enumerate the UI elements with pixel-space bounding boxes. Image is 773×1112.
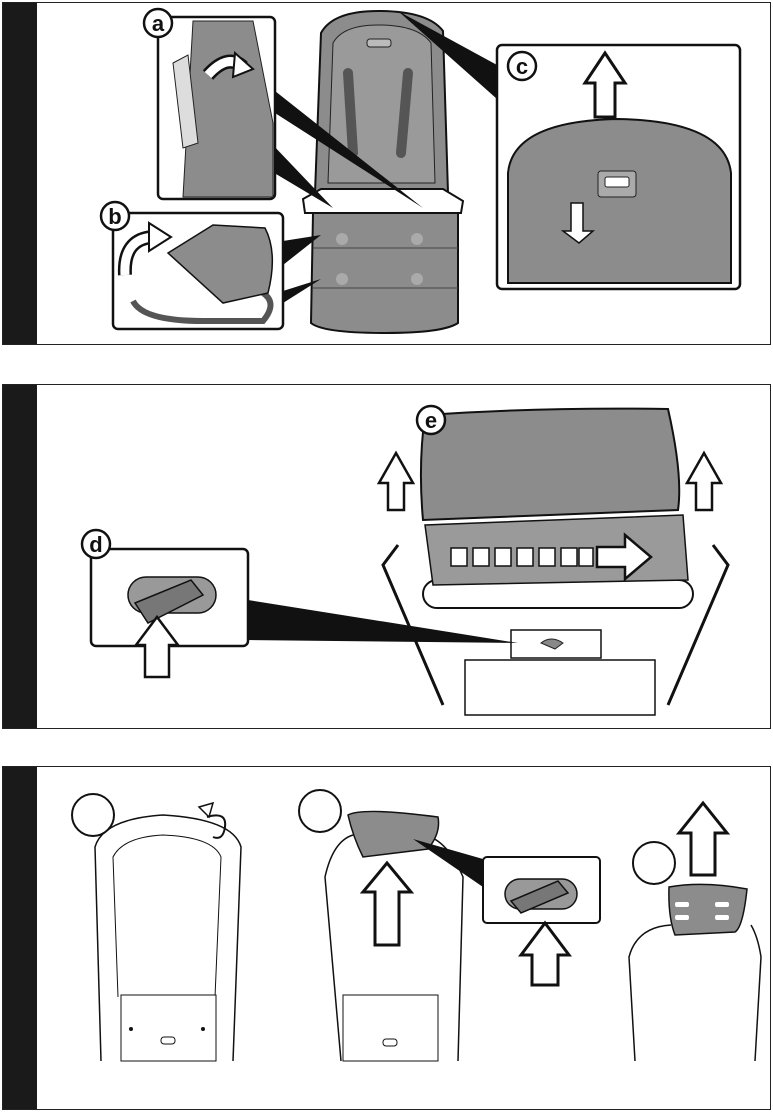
step-circle-1 bbox=[72, 794, 114, 836]
inset-d bbox=[91, 549, 248, 677]
panel-1: a b c bbox=[2, 2, 771, 345]
stroller-seat bbox=[303, 11, 463, 333]
panel-3 bbox=[2, 766, 771, 1110]
inset-b bbox=[113, 213, 283, 329]
seat-back-1 bbox=[95, 803, 241, 1061]
svg-text:a: a bbox=[152, 11, 165, 36]
step-label-d: d bbox=[82, 530, 110, 558]
svg-text:d: d bbox=[89, 532, 102, 557]
step-label-c: c bbox=[508, 52, 536, 80]
canopy bbox=[421, 409, 679, 520]
panel-2-illustration: d e bbox=[3, 385, 771, 729]
panel-1-illustration: a b c bbox=[3, 3, 771, 345]
inset-release-tab bbox=[483, 857, 600, 985]
step-circle-3 bbox=[633, 842, 675, 884]
stroller-frame bbox=[383, 515, 728, 715]
step-label-e: e bbox=[417, 406, 445, 434]
step-label-b: b bbox=[101, 202, 129, 230]
panel-3-illustration bbox=[3, 767, 771, 1110]
step-circle-2 bbox=[299, 790, 341, 832]
up-arrow bbox=[687, 453, 721, 510]
svg-text:e: e bbox=[425, 408, 437, 433]
inset-a bbox=[158, 17, 275, 199]
step-label-a: a bbox=[144, 9, 172, 37]
svg-text:b: b bbox=[108, 204, 121, 229]
up-arrow bbox=[379, 453, 413, 510]
inset-c bbox=[497, 45, 740, 289]
panel-2: d e bbox=[2, 384, 771, 729]
svg-text:c: c bbox=[516, 54, 528, 79]
